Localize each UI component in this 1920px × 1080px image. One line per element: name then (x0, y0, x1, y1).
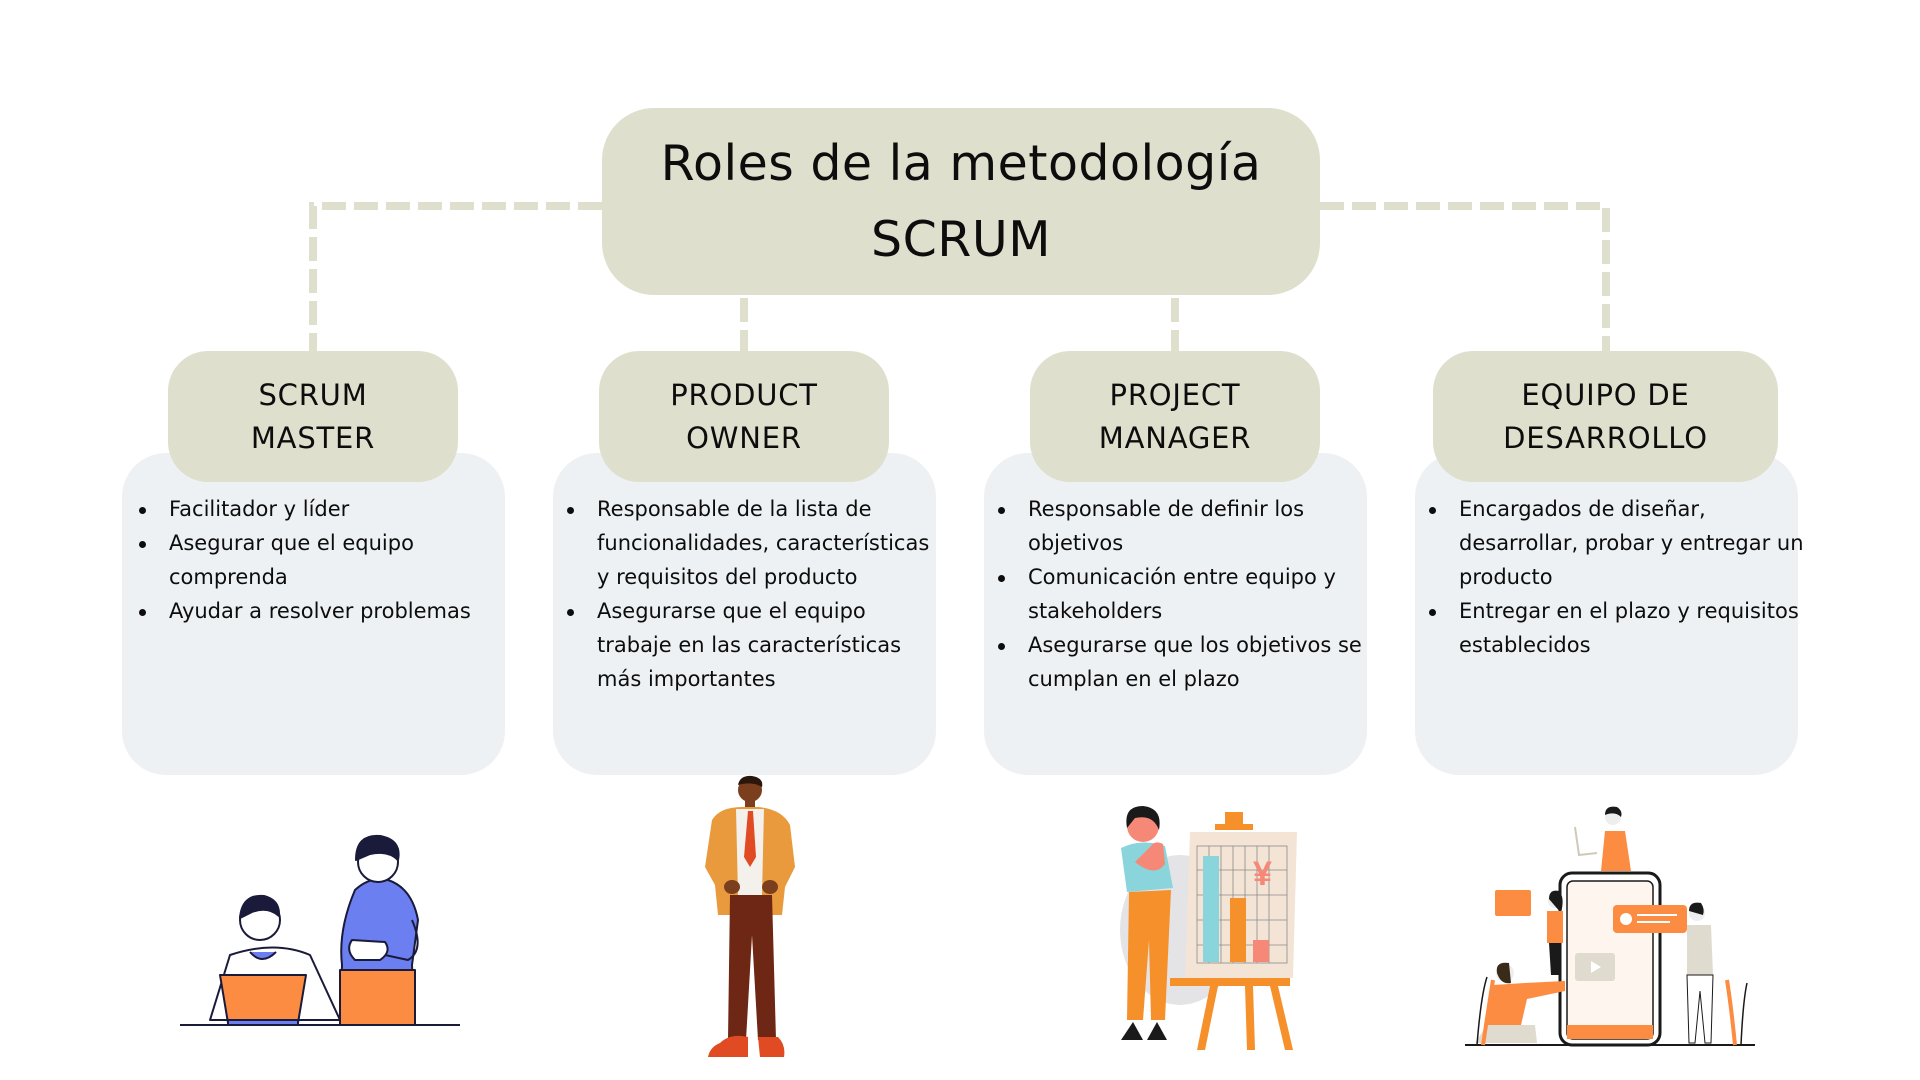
list-item: Comunicación entre equipo y stakeholders (992, 560, 1362, 628)
svg-text:¥: ¥ (1253, 855, 1272, 893)
card-scrum-master (122, 453, 505, 775)
title-box: Roles de la metodología SCRUM (602, 108, 1320, 295)
header-line: OWNER (686, 420, 802, 455)
title-line-2: SCRUM (870, 210, 1051, 268)
header-line: SCRUM (258, 377, 368, 412)
businessman-standing-illustration (705, 775, 795, 1057)
list-project-manager: Responsable de definir los objetivos Com… (992, 492, 1362, 696)
list-item: Ayudar a resolver problemas (133, 594, 483, 628)
list-product-owner: Responsable de la lista de funcionalidad… (561, 492, 931, 696)
title-line-1: Roles de la metodología (660, 134, 1262, 192)
list-item: Asegurar que el equipo comprenda (133, 526, 483, 594)
list-item: Facilitador y líder (133, 492, 483, 526)
connector-scrum-master (309, 202, 602, 351)
card-equipo-desarrollo (1415, 453, 1798, 775)
header-line: DESARROLLO (1503, 420, 1708, 455)
woman-chart-easel-illustration: ¥ (1120, 806, 1297, 1050)
header-line: MASTER (250, 420, 376, 455)
card-product-owner (553, 453, 936, 775)
header-project-manager: PROJECT MANAGER (1030, 351, 1320, 482)
list-scrum-master: Facilitador y líder Asegurar que el equi… (133, 492, 483, 628)
header-product-owner: PRODUCT OWNER (599, 351, 889, 482)
list-item: Encargados de diseñar, desarrollar, prob… (1423, 492, 1813, 594)
list-item: Asegurarse que los objetivos se cumplan … (992, 628, 1362, 696)
list-equipo-desarrollo: Encargados de diseñar, desarrollar, prob… (1423, 492, 1813, 662)
header-line: EQUIPO DE (1521, 377, 1690, 412)
team-building-mobile-app-illustration (1465, 806, 1755, 1047)
connector-equipo-desarrollo (1320, 202, 1610, 351)
list-item: Responsable de definir los objetivos (992, 492, 1362, 560)
list-item: Asegurarse que el equipo trabaje en las … (561, 594, 931, 696)
two-people-laptop-illustration (180, 834, 460, 1026)
list-item: Entregar en el plazo y requisitos establ… (1423, 594, 1813, 662)
list-item: Responsable de la lista de funcionalidad… (561, 492, 931, 594)
header-scrum-master: SCRUM MASTER (168, 351, 458, 482)
header-equipo-desarrollo: EQUIPO DE DESARROLLO (1433, 351, 1778, 482)
card-project-manager (984, 453, 1367, 775)
header-line: PROJECT (1109, 377, 1241, 412)
header-line: MANAGER (1098, 420, 1252, 455)
header-line: PRODUCT (670, 377, 818, 412)
